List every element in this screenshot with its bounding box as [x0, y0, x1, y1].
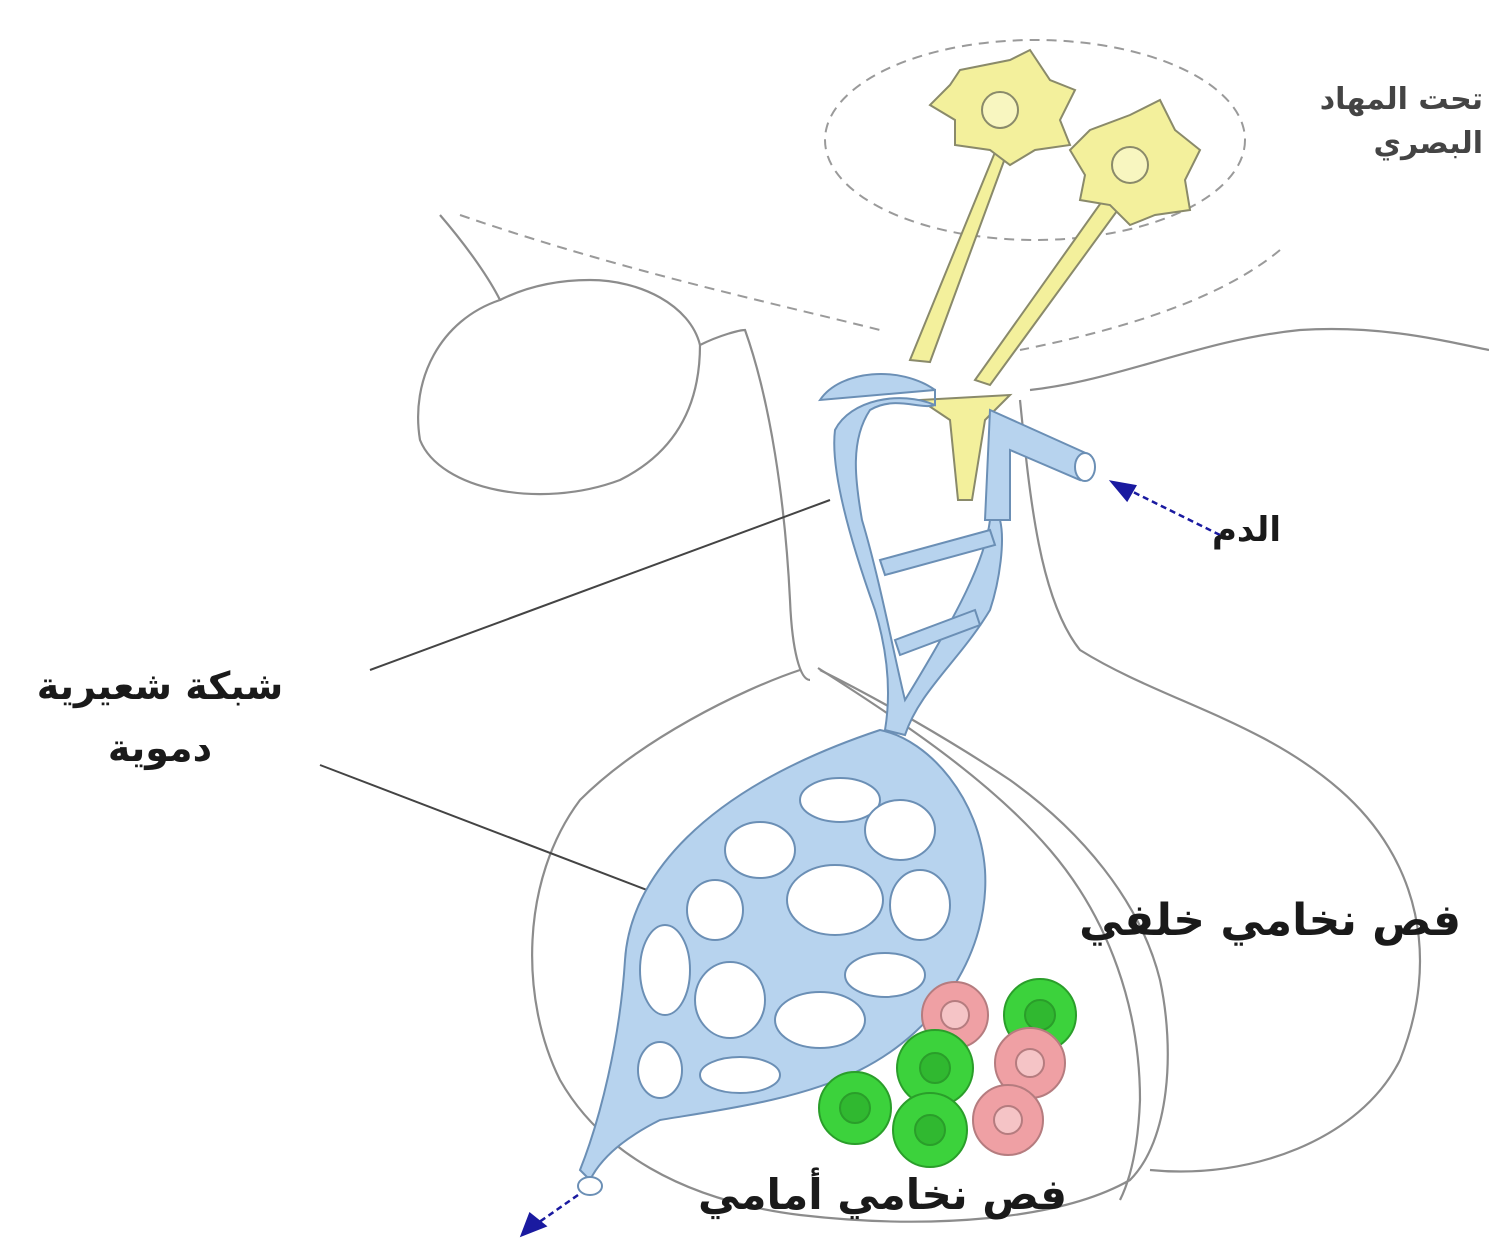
label-capillary-line1: شبكة شعيرية — [10, 655, 310, 717]
label-hypothalamus: تحت المهاد البصري — [1320, 78, 1483, 166]
neuron-icon — [910, 50, 1075, 362]
arrow-icon — [1112, 482, 1220, 535]
label-capillary-line2: دموية — [10, 717, 310, 779]
label-blood: الدم — [1212, 510, 1281, 550]
green-cell — [819, 1072, 891, 1144]
arrow-icon — [522, 1195, 578, 1235]
label-hypothalamus-line1: تحت المهاد — [1320, 78, 1483, 122]
green-cell — [893, 1093, 967, 1167]
pink-cell — [973, 1085, 1043, 1155]
label-capillary-network: شبكة شعيرية دموية — [10, 655, 310, 779]
label-hypothalamus-line2: البصري — [1320, 122, 1483, 166]
third-ventricle-floor — [1030, 329, 1489, 390]
neurons — [910, 50, 1200, 500]
label-posterior-lobe: فص نخامي خلفي — [1079, 895, 1461, 946]
optic-chiasm-outline — [418, 215, 810, 680]
label-anterior-lobe: فص نخامي أمامي — [698, 1170, 1067, 1219]
